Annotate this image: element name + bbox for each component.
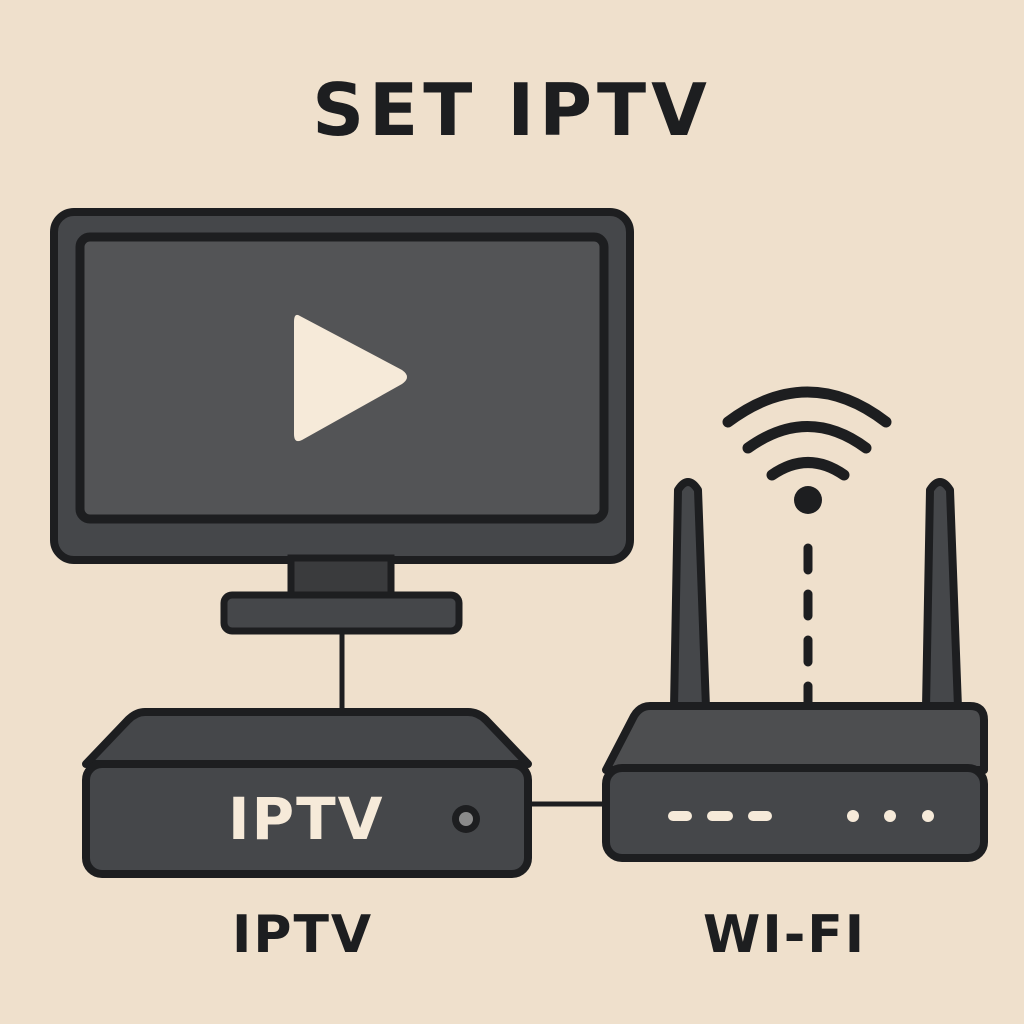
iptv-set-top-box xyxy=(82,708,532,878)
router-antenna-left xyxy=(670,478,710,712)
iptv-caption: IPTV xyxy=(232,905,374,965)
tv-neck xyxy=(287,554,395,600)
page-title: SET IPTV xyxy=(312,68,712,152)
wifi-caption: WI-FI xyxy=(703,905,867,965)
wifi-router xyxy=(602,702,988,862)
router-antenna-right xyxy=(922,478,962,712)
play-icon xyxy=(294,314,407,442)
wifi-icon xyxy=(722,386,892,481)
tv-stand xyxy=(220,591,463,635)
router-status-lights xyxy=(668,810,934,822)
set-top-box-label: IPTV xyxy=(228,785,385,853)
tv-monitor xyxy=(50,208,634,635)
wifi-dot-icon xyxy=(794,486,822,514)
